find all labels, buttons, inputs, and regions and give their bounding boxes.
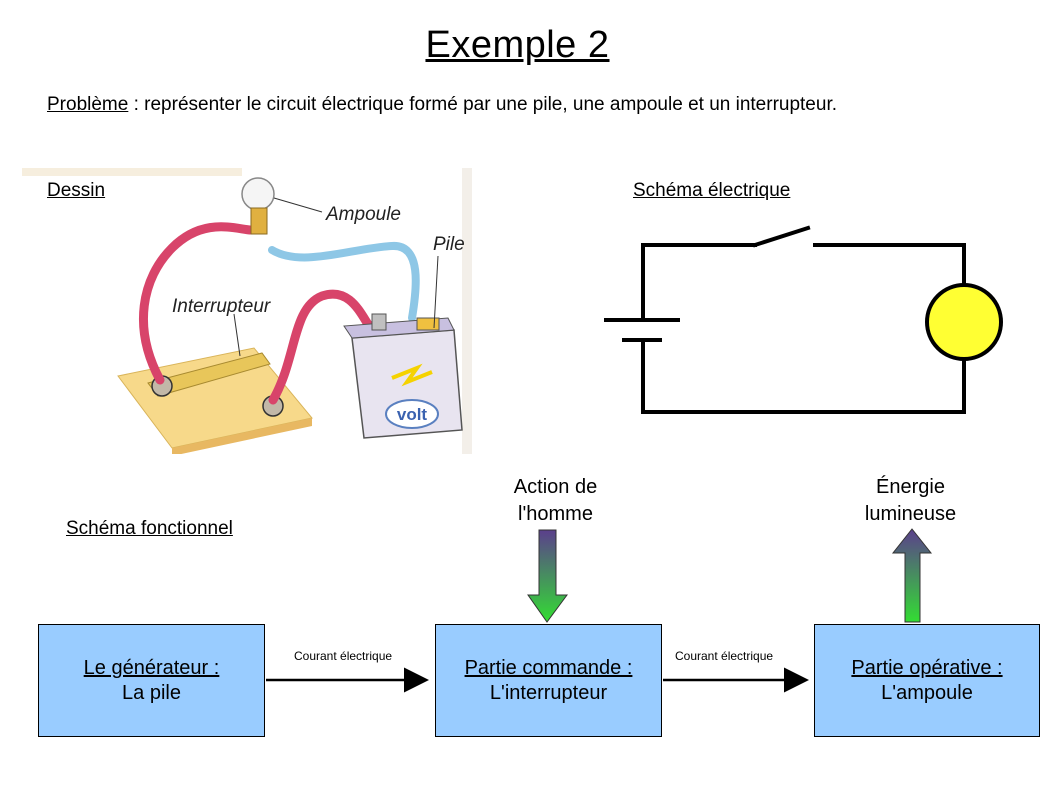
lamp-symbol [925, 283, 1003, 361]
electrical-schema-label: Schéma électrique [633, 180, 791, 201]
drawing-label-pile: Pile [433, 234, 465, 255]
generator-box: Le générateur : La pile [38, 624, 265, 737]
flow-label-2: Courant électrique [675, 649, 774, 663]
light-energy-line1: Énergie [876, 476, 945, 498]
human-action-line1: Action de [513, 476, 598, 498]
human-action-text: Action de l'homme [488, 474, 623, 528]
human-action-line2: l'homme [518, 503, 593, 525]
operative-box-title: Partie opérative : [851, 656, 1003, 679]
light-energy-arrow [891, 528, 933, 623]
problem-label: Problème [47, 94, 129, 115]
generator-box-subtitle: La pile [122, 681, 181, 704]
light-energy-text: Énergie lumineuse [843, 474, 978, 528]
switch-blade [752, 225, 811, 248]
problem-text: : représenter le circuit électrique form… [128, 94, 837, 115]
light-energy-line2: lumineuse [864, 503, 957, 525]
operative-box-subtitle: L'ampoule [881, 681, 973, 704]
generator-box-title: Le générateur : [83, 656, 220, 679]
drawing-label: Dessin [47, 180, 106, 201]
command-box-title: Partie commande : [464, 656, 633, 679]
functional-schema-label: Schéma fonctionnel [66, 518, 233, 539]
page-title: Exemple 2 [425, 24, 610, 66]
circuit-drawing: volt Ampoule Pile Interrupteur [22, 168, 472, 454]
drawing-label-ampoule: Ampoule [325, 204, 401, 225]
human-action-arrow [527, 529, 568, 623]
drawing-label-interrupteur: Interrupteur [172, 296, 271, 317]
problem-statement: Problème : représenter le circuit électr… [47, 90, 947, 120]
command-box-subtitle: L'interrupteur [489, 681, 608, 704]
command-box: Partie commande : L'interrupteur [435, 624, 662, 737]
electrical-schematic [604, 225, 1003, 414]
flow-label-1: Courant électrique [294, 649, 393, 663]
operative-box: Partie opérative : L'ampoule [814, 624, 1040, 737]
battery-brand: volt [397, 405, 428, 424]
